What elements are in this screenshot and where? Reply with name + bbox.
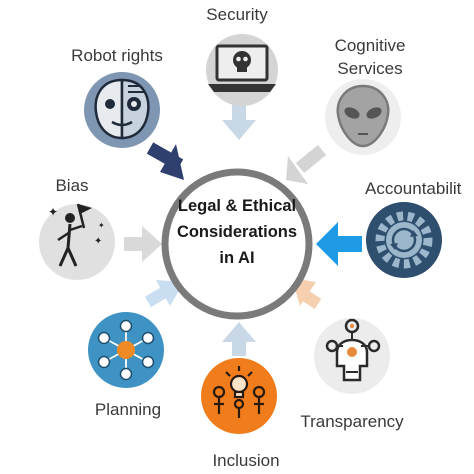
laptop-skull-icon <box>208 44 276 92</box>
label-bias: Bias <box>55 176 89 195</box>
head-gears-icon <box>325 318 381 382</box>
label-inclusion: Inclusion <box>212 451 280 470</box>
gear-cycle-icon <box>375 211 433 269</box>
arrow-inclusion <box>222 322 256 356</box>
center-ring <box>161 168 313 320</box>
svg-text:✦: ✦ <box>48 205 58 219</box>
center-title-line-1: Legal & Ethical <box>177 197 297 215</box>
bias-node: ✦ ✦ ✦ <box>39 203 115 280</box>
cognitive-services-node <box>325 79 401 155</box>
people-lightbulb-icon <box>212 366 266 418</box>
svg-text:✦: ✦ <box>94 236 102 247</box>
inclusion-node <box>201 358 277 434</box>
alien-head-icon <box>336 84 390 148</box>
label-security: Security <box>206 5 268 24</box>
accountability-node <box>366 202 442 278</box>
arrow-robot-rights <box>146 142 184 180</box>
label-cognitive-line-2: Services <box>337 59 403 78</box>
label-robot-rights: Robot rights <box>71 46 163 65</box>
arrow-bias <box>124 226 162 262</box>
arrow-accountability <box>316 222 362 266</box>
center-title-line-3: in AI <box>219 249 255 267</box>
center-title: Legal & Ethical Considerations in AI <box>169 193 305 271</box>
transparency-node <box>314 318 390 394</box>
label-cognitive-services: Cognitive Services <box>335 34 406 80</box>
svg-text:✦: ✦ <box>98 221 105 230</box>
label-planning: Planning <box>94 400 162 419</box>
hiker-flag-icon: ✦ ✦ ✦ <box>48 203 105 267</box>
label-accountability: Accountabilit <box>365 179 462 198</box>
network-people-icon <box>97 319 155 381</box>
robot-face-icon <box>94 78 150 140</box>
security-node <box>206 34 278 106</box>
robot-rights-node <box>84 72 160 148</box>
arrow-cognitive-services <box>286 144 327 184</box>
center-title-line-2: Considerations <box>176 223 298 241</box>
planning-node <box>88 312 164 388</box>
arrow-security <box>222 104 256 140</box>
label-transparency: Transparency <box>300 412 404 431</box>
label-cognitive-line-1: Cognitive <box>334 36 406 55</box>
